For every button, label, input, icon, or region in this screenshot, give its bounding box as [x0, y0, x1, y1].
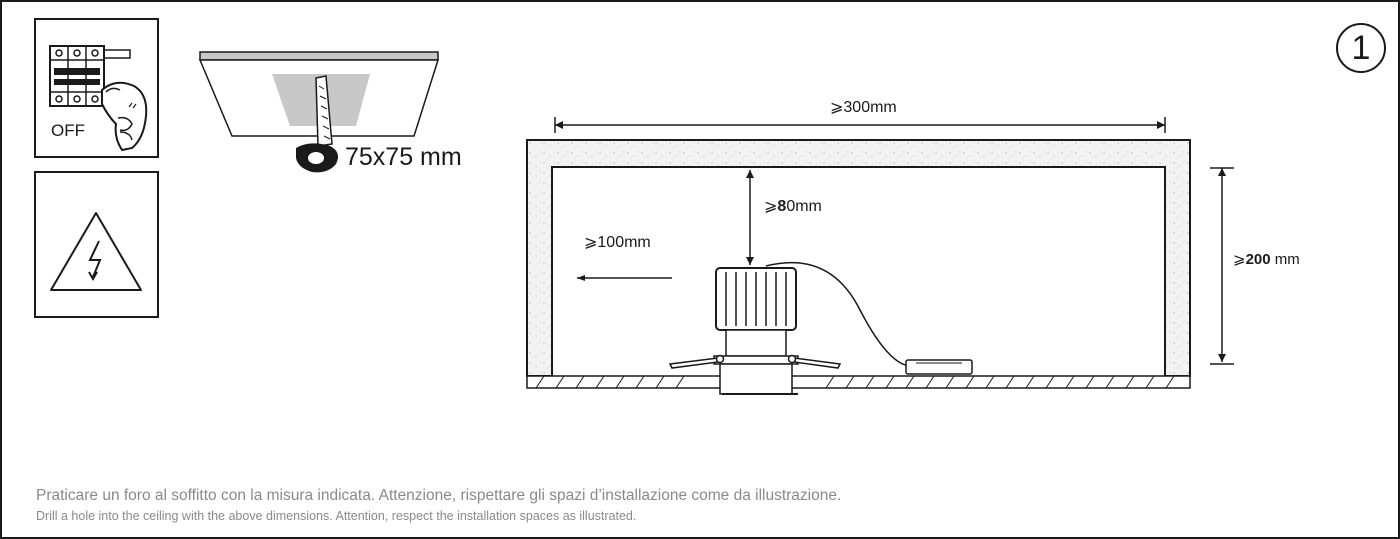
min-side-clearance-label: ⩾100mm — [584, 234, 651, 251]
electrical-warning-panel — [34, 171, 159, 318]
min-width-label: ⩾300mm — [830, 99, 897, 116]
ceiling-drilling-icon — [198, 51, 440, 173]
step-number-badge: 1 — [1336, 23, 1386, 73]
min-height-label: ⩾200 mm — [1233, 251, 1300, 268]
installation-cross-section — [526, 117, 1234, 395]
min-top-clearance-label: ⩾80mm — [764, 198, 822, 215]
switch-off-label: OFF — [51, 121, 85, 140]
hole-size-label: 75x75 mm — [345, 143, 462, 171]
led-driver — [905, 359, 973, 375]
power-off-panel: OFF — [34, 18, 159, 158]
downlight-fixture — [668, 267, 842, 395]
circuit-breaker-icon — [49, 45, 148, 152]
caption-english: Drill a hole into the ceiling with the a… — [36, 509, 637, 523]
caption-italian: Praticare un foro al soffitto con la mis… — [36, 487, 842, 504]
high-voltage-warning-icon — [50, 212, 142, 291]
